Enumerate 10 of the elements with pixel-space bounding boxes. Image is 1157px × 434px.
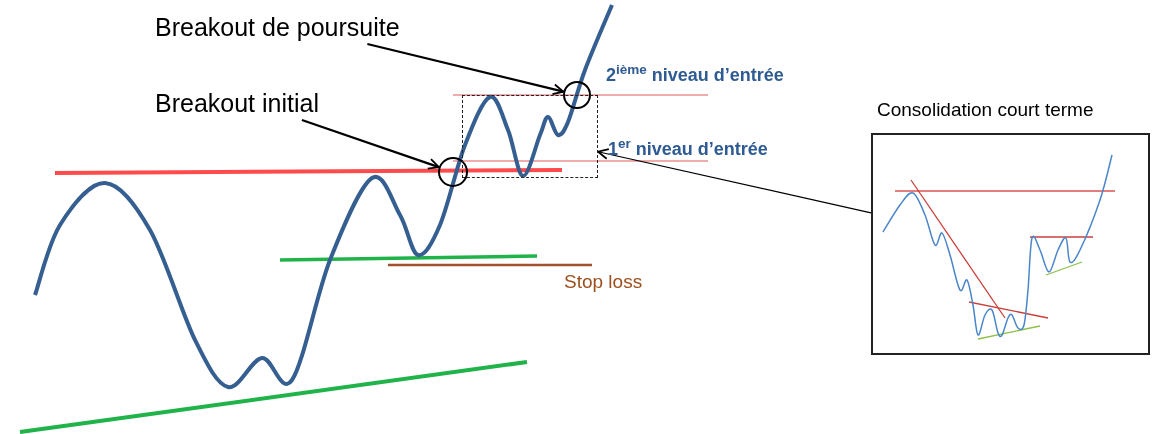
entry-level-label: 2$^{ième}$ niveau d’entrée: [606, 62, 784, 87]
callout-text: Breakout initial: [155, 86, 350, 120]
panel-heading: Consolidation court terme: [877, 98, 1094, 122]
dashed-range-box: [462, 95, 598, 178]
stop-loss-label: Stop loss: [564, 270, 643, 294]
arrow: [301, 118, 440, 170]
entry-level-label: 1$^{er}$ niveau d’entrée: [608, 136, 768, 161]
arrow: [597, 148, 872, 214]
callout-text: Breakout de poursuite: [155, 10, 440, 44]
arrow: [367, 42, 565, 96]
